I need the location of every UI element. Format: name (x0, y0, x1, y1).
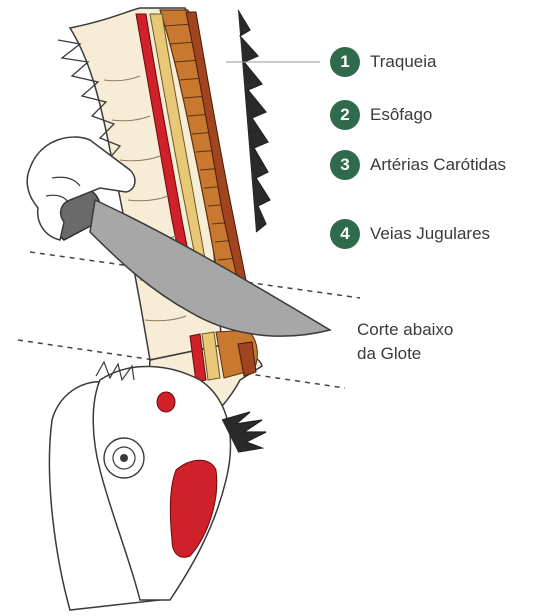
legend-label: Artérias Carótidas (370, 155, 506, 175)
legend-item-jugular: 4 Veias Jugulares (330, 217, 490, 251)
feathers-right (238, 10, 270, 232)
eye-icon (104, 438, 144, 478)
cut-label: Corte abaixo da Glote (357, 318, 453, 366)
legend-badge: 3 (330, 150, 360, 180)
legend-badge: 2 (330, 100, 360, 130)
legend-label: Esôfago (370, 105, 432, 125)
bird-wattle (157, 392, 175, 412)
legend-badge: 1 (330, 47, 360, 77)
legend-label: Veias Jugulares (370, 224, 490, 244)
legend-badge: 4 (330, 219, 360, 249)
legend-label: Traqueia (370, 52, 436, 72)
legend-item-trachea: 1 Traqueia (330, 45, 436, 79)
legend-item-carotid: 3 Artérias Carótidas (330, 148, 506, 182)
cut-label-line2: da Glote (357, 342, 453, 366)
cut-label-line1: Corte abaixo (357, 318, 453, 342)
legend-item-esophagus: 2 Esôfago (330, 98, 432, 132)
bird-comb-red (170, 460, 217, 557)
